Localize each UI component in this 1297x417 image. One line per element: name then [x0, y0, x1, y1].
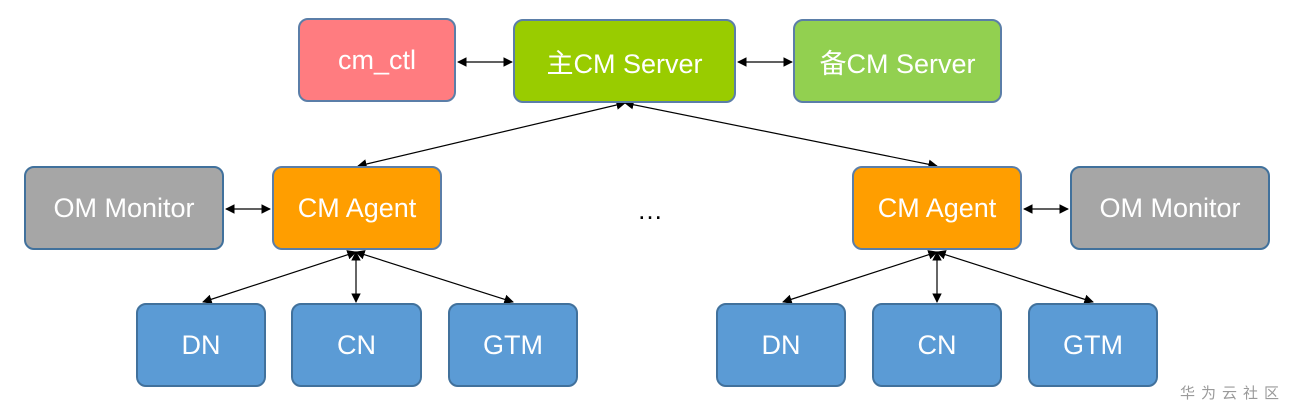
server-right-agent-connector: [624, 100, 938, 169]
left-agent-gtm-connector: [355, 250, 514, 304]
left-dn-node: DN: [136, 303, 266, 387]
right-gtm-node: GTM: [1028, 303, 1158, 387]
right-cm-agent-node: CM Agent: [852, 166, 1022, 250]
primary-cm-server-node: 主CM Server: [513, 19, 736, 103]
cm-ctl-node: cm_ctl: [298, 18, 456, 102]
left-om-monitor-node: OM Monitor: [24, 166, 224, 250]
left-gtm-node: GTM: [448, 303, 578, 387]
left-cm-agent-node: CM Agent: [272, 166, 442, 250]
watermark: 华为云社区: [1179, 385, 1285, 402]
left-cn-node: CN: [291, 303, 422, 387]
right-cn-node: CN: [872, 303, 1002, 387]
right-agent-gtm-connector: [936, 250, 1094, 304]
right-dn-node: DN: [716, 303, 846, 387]
right-om-monitor-node: OM Monitor: [1070, 166, 1270, 250]
server-left-agent-connector: [357, 100, 626, 169]
left-agent-dn-connector: [202, 250, 357, 304]
ellipsis: …: [637, 195, 663, 225]
standby-cm-server-node: 备CM Server: [793, 19, 1002, 103]
right-agent-dn-connector: [782, 250, 938, 304]
